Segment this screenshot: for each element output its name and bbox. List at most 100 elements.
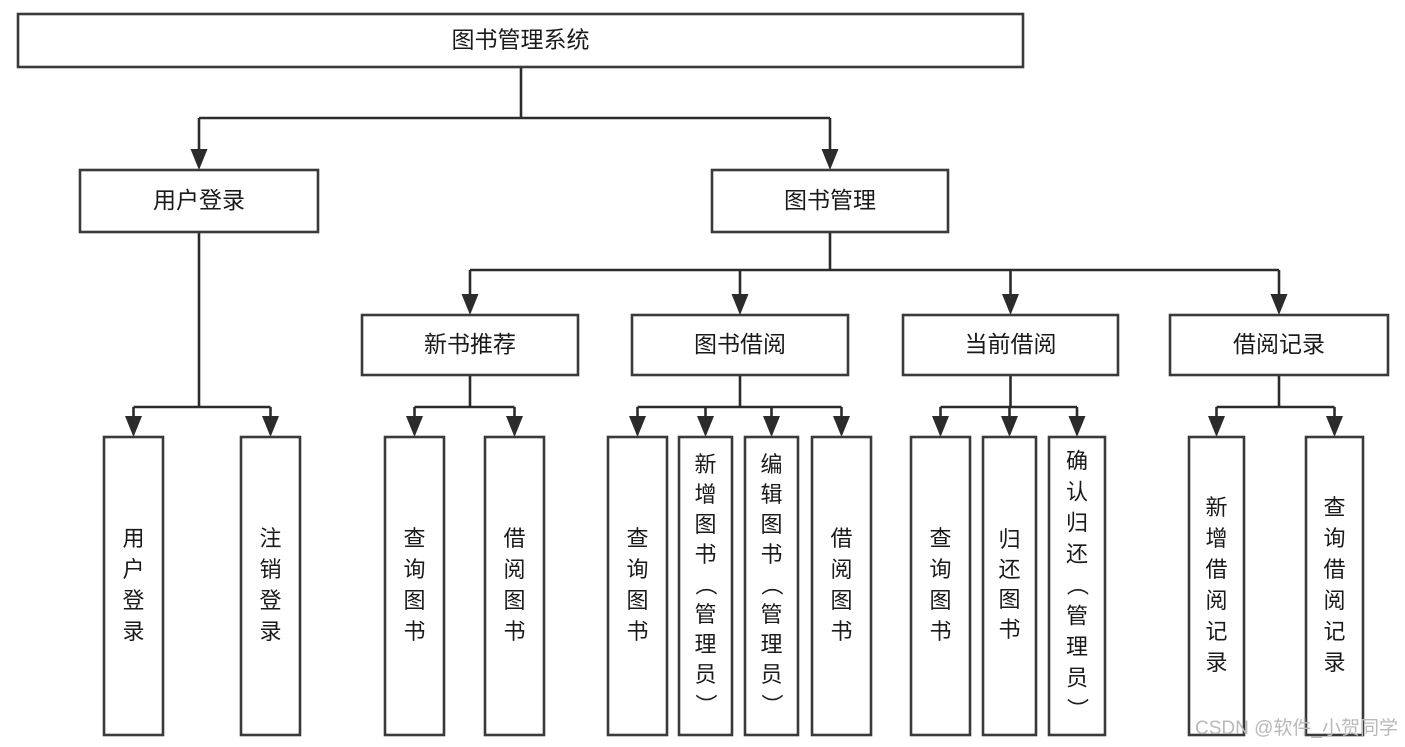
leaf-node-3-char: 阅 [503,557,525,582]
leaf-node-12-char: 询 [1323,526,1345,551]
leaf-node-10-char: 员 [1066,666,1088,691]
level1-node-user-login-label: 用户登录 [153,187,245,213]
leaf-node-11-char: 阅 [1205,588,1227,613]
connector-layer [125,67,1343,437]
leaf-node-5-char: 图 [694,512,716,537]
leaf-node-4-char: 书 [626,619,648,644]
level1-node-user-login[interactable]: 用户登录 [78,168,320,234]
leaf-node-10-char: （ [1064,574,1089,596]
leaf-node-6-char: 编 [760,452,782,477]
leaf-node-9-char: 图 [998,587,1020,612]
leaf-node-7-char: 阅 [830,557,852,582]
csdn-watermark: CSDN @软件_小贺同学 [1195,717,1398,739]
leaf-node-5-char: 理 [694,632,716,657]
leaf-node-10-char: 确 [1066,449,1088,474]
leaf-node-11-char: 增 [1205,526,1227,551]
leaf-node-5-char: 管 [694,602,716,627]
leaf-node-5-char: 增 [694,482,716,507]
leaf-node-3-char: 书 [503,619,525,644]
leaf-node-0[interactable]: 用户登录 [102,435,165,737]
node-layer: 图书管理系统用户登录图书管理新书推荐图书借阅当前借阅借阅记录用户登录注销登录查询… [16,12,1390,737]
level2-node-0[interactable]: 新书推荐 [360,313,580,377]
leaf-node-5-char: 新 [694,452,716,477]
level1-node-book-management-label: 图书管理 [784,187,876,213]
leaf-node-6-char: 辑 [760,482,782,507]
leaf-node-7-char: 书 [830,619,852,644]
leaf-node-12-char: 查 [1323,495,1345,520]
leaf-node-9-char: 还 [998,557,1020,582]
leaf-node-5-char: （ [693,574,718,596]
leaf-node-5-char: ） [693,694,718,716]
leaf-node-11-char: 记 [1205,619,1227,644]
leaf-node-5-char: 员 [694,662,716,687]
leaf-node-1-char: 登 [259,588,281,613]
level1-node-book-management[interactable]: 图书管理 [710,168,950,234]
leaf-node-3-char: 图 [503,588,525,613]
leaf-node-8-char: 查 [929,526,951,551]
leaf-node-0-char: 录 [122,619,144,644]
leaf-node-6-char: ） [759,694,784,716]
leaf-node-5-char: 书 [694,542,716,567]
leaf-node-6-char: 管 [760,602,782,627]
leaf-node-6-char: 员 [760,662,782,687]
level2-node-3[interactable]: 借阅记录 [1168,313,1390,377]
leaf-node-12-char: 借 [1323,557,1345,582]
level2-node-1[interactable]: 图书借阅 [630,313,850,377]
leaf-node-10-char: 认 [1066,480,1088,505]
root-node[interactable]: 图书管理系统 [16,12,1025,69]
leaf-node-4-char: 查 [626,526,648,551]
leaf-node-9-char: 书 [998,617,1020,642]
level2-node-2-label: 当前借阅 [965,331,1057,357]
leaf-node-10-char: ） [1064,698,1089,720]
level2-node-3-label: 借阅记录 [1233,331,1325,357]
leaf-node-4-char: 询 [626,557,648,582]
leaf-node-0-char: 户 [122,557,144,582]
leaf-node-0-char: 用 [122,526,144,551]
leaf-node-10-char: 还 [1066,542,1088,567]
leaf-node-10-char: 理 [1066,635,1088,660]
leaf-node-8-char: 询 [929,557,951,582]
leaf-node-12-char: 阅 [1323,588,1345,613]
root-node-label: 图书管理系统 [452,27,590,53]
leaf-node-6-char: 图 [760,512,782,537]
leaf-node-12-char: 录 [1323,650,1345,675]
leaf-node-11-char: 录 [1205,650,1227,675]
leaf-node-2-char: 书 [403,619,425,644]
leaf-node-8-char: 书 [929,619,951,644]
level2-node-2[interactable]: 当前借阅 [901,313,1120,377]
leaf-node-11-char: 新 [1205,495,1227,520]
leaf-node-1-char: 注 [259,526,281,551]
leaf-node-4-char: 图 [626,588,648,613]
leaf-node-6-char: （ [759,574,784,596]
leaf-node-2-char: 图 [403,588,425,613]
leaf-node-7-char: 借 [830,526,852,551]
level2-node-1-label: 图书借阅 [694,331,786,357]
leaf-node-1-char: 销 [259,557,281,582]
leaf-node-11-char: 借 [1205,557,1227,582]
leaf-node-0-char: 登 [122,588,144,613]
leaf-node-3-char: 借 [503,526,525,551]
leaf-node-7-char: 图 [830,588,852,613]
leaf-node-2-char: 询 [403,557,425,582]
leaf-node-6-char: 理 [760,632,782,657]
leaf-node-8-char: 图 [929,588,951,613]
level2-node-0-label: 新书推荐 [424,331,516,357]
leaf-node-6-char: 书 [760,542,782,567]
leaf-node-10-char: 归 [1066,511,1088,536]
leaf-node-12-char: 记 [1323,619,1345,644]
leaf-node-2-char: 查 [403,526,425,551]
